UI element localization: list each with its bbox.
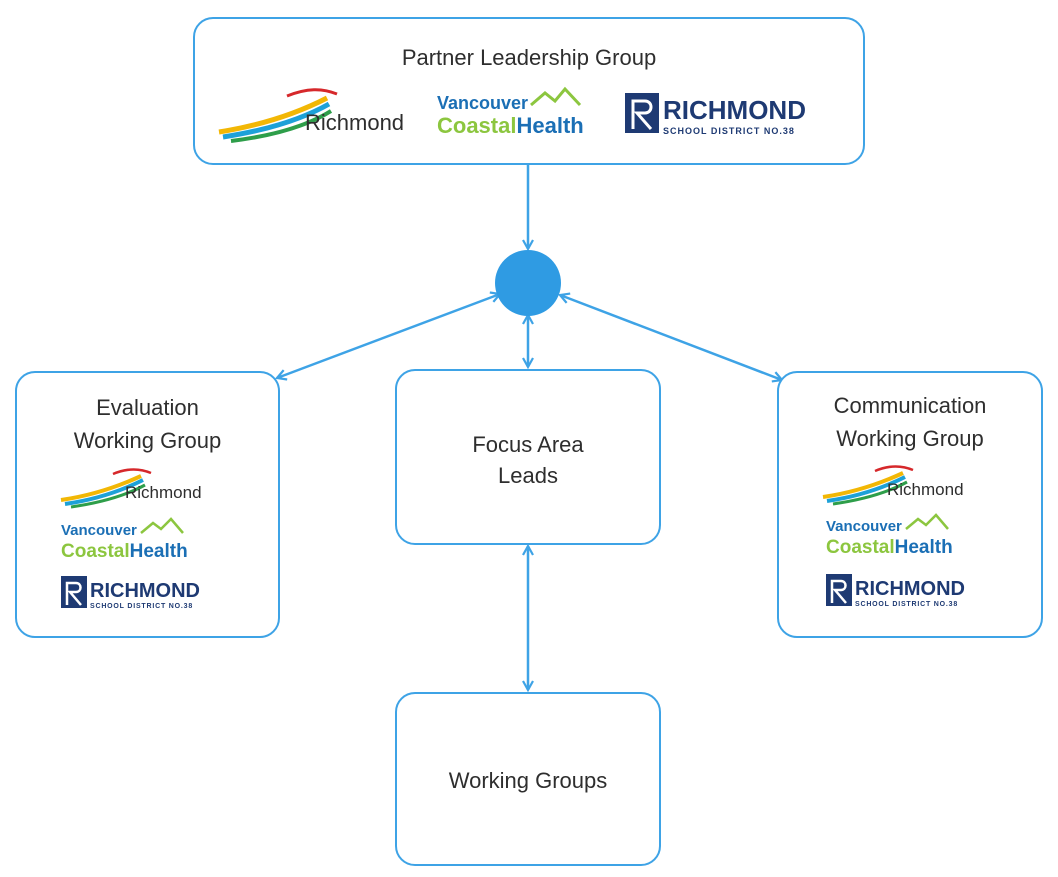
focus-area-title-line1: Focus Area <box>472 432 584 457</box>
svg-text:RICHMOND: RICHMOND <box>663 95 806 125</box>
svg-text:SCHOOL DISTRICT NO.38: SCHOOL DISTRICT NO.38 <box>663 126 795 136</box>
svg-text:Richmond: Richmond <box>125 483 202 502</box>
hub-node <box>495 250 561 316</box>
communication-title-line2: Working Group <box>836 426 984 451</box>
svg-text:RICHMOND: RICHMOND <box>90 580 200 602</box>
svg-text:RICHMOND: RICHMOND <box>855 578 965 600</box>
vancouver-coastal-health-logo: Vancouver CoastalHealth <box>437 86 584 138</box>
richmond-school-district-logo: RICHMOND SCHOOL DISTRICT NO.38 <box>61 576 200 610</box>
working-groups-node: Working Groups <box>395 692 661 866</box>
edge-hub-communication <box>560 295 782 380</box>
partner-leadership-group-node: Partner Leadership Group Richmond Vancou… <box>193 17 865 165</box>
richmond-logo: Richmond <box>218 88 404 143</box>
vancouver-coastal-health-logo: Vancouver CoastalHealth <box>826 513 953 558</box>
edge-hub-evaluation <box>277 294 500 378</box>
svg-text:Vancouver: Vancouver <box>826 518 902 535</box>
richmond-school-district-logo: RICHMOND SCHOOL DISTRICT NO.38 <box>826 574 965 608</box>
focus-area-title-line2: Leads <box>498 463 558 488</box>
evaluation-working-group-node: Evaluation Working Group Richmond Vancou… <box>15 371 280 638</box>
svg-text:CoastalHealth: CoastalHealth <box>826 537 953 558</box>
svg-text:Vancouver: Vancouver <box>61 522 137 539</box>
svg-text:SCHOOL DISTRICT NO.38: SCHOOL DISTRICT NO.38 <box>855 601 958 608</box>
focus-area-leads-node: Focus Area Leads <box>395 369 661 545</box>
svg-text:Richmond: Richmond <box>887 480 964 499</box>
working-groups-title: Working Groups <box>448 768 608 793</box>
richmond-logo: Richmond <box>60 468 202 509</box>
evaluation-title-line2: Working Group <box>73 428 222 453</box>
partner-leadership-group-title: Partner Leadership Group <box>401 45 657 70</box>
evaluation-title-line1: Evaluation <box>96 395 199 420</box>
svg-text:CoastalHealth: CoastalHealth <box>61 541 188 562</box>
communication-title-line1: Communication <box>833 393 987 418</box>
richmond-school-district-logo: RICHMOND SCHOOL DISTRICT NO.38 <box>625 93 806 136</box>
communication-working-group-node: Communication Working Group Richmond Van… <box>777 371 1043 638</box>
svg-text:SCHOOL DISTRICT NO.38: SCHOOL DISTRICT NO.38 <box>90 603 193 610</box>
svg-text:Richmond: Richmond <box>305 110 404 135</box>
vancouver-coastal-health-logo: Vancouver CoastalHealth <box>61 517 188 562</box>
richmond-logo: Richmond <box>822 465 964 506</box>
svg-text:Vancouver: Vancouver <box>437 93 528 113</box>
svg-text:CoastalHealth: CoastalHealth <box>437 113 584 138</box>
